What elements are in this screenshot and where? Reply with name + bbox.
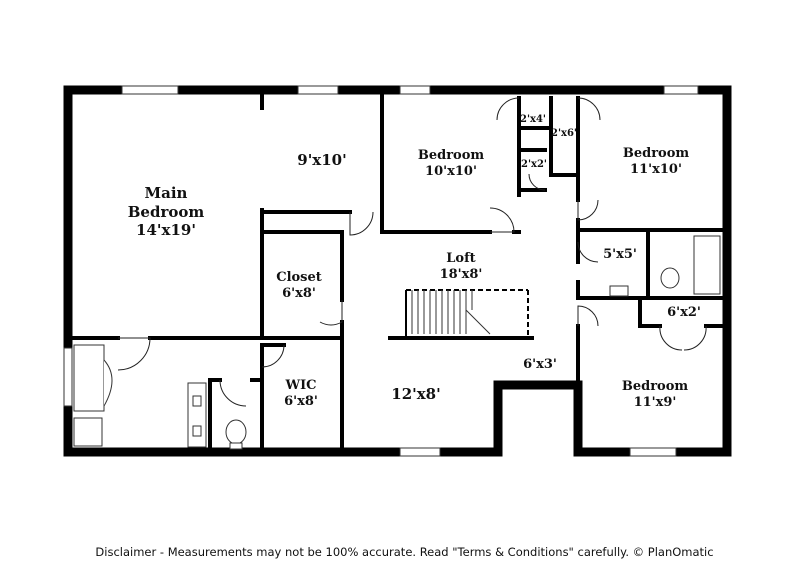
main-bedroom-size: 14'x19' [136,221,196,239]
closet-6x2-size: 6'x2' [667,305,701,320]
bedroom-center-size: 10'x10' [425,164,477,179]
loft-size: 18'x8' [440,267,483,282]
floor-plan: Main Bedroom 14'x19' 9'x10' Bedroom 10'x… [63,85,732,457]
interior-walls [66,88,729,454]
room-12x8-size: 12'x8' [391,385,440,403]
closet-size: 6'x8' [282,286,316,301]
room-9x10-size: 9'x10' [297,151,346,169]
main-bedroom-name-1: Main [145,184,188,202]
bath-5x5-size: 5'x5' [603,247,637,262]
main-bedroom-name-2: Bedroom [128,203,205,221]
closet-2x2-size: 2'x2' [521,159,547,170]
loft-name: Loft [446,251,475,266]
doors [117,97,707,407]
wic-name: WIC [284,378,316,393]
bedroom-center-name: Bedroom [418,148,485,163]
windows [63,85,699,457]
staircase [388,289,534,340]
hall-6x3-size: 6'x3' [523,357,557,372]
bedroom-top-right-size: 11'x10' [630,162,682,177]
disclaimer-text: Disclaimer - Measurements may not be 100… [95,545,714,559]
wic-size: 6'x8' [284,394,318,409]
room-labels: Main Bedroom 14'x19' 9'x10' Bedroom 10'x… [128,114,701,410]
bath-fixtures [73,235,721,450]
bedroom-top-right-name: Bedroom [623,146,690,161]
closet-2x4-size: 2'x4' [520,114,546,125]
bedroom-bottom-right-name: Bedroom [622,379,689,394]
closet-name: Closet [276,270,322,285]
closet-2x6-size: 2'x6' [551,128,577,139]
bedroom-bottom-right-size: 11'x9' [634,395,677,410]
